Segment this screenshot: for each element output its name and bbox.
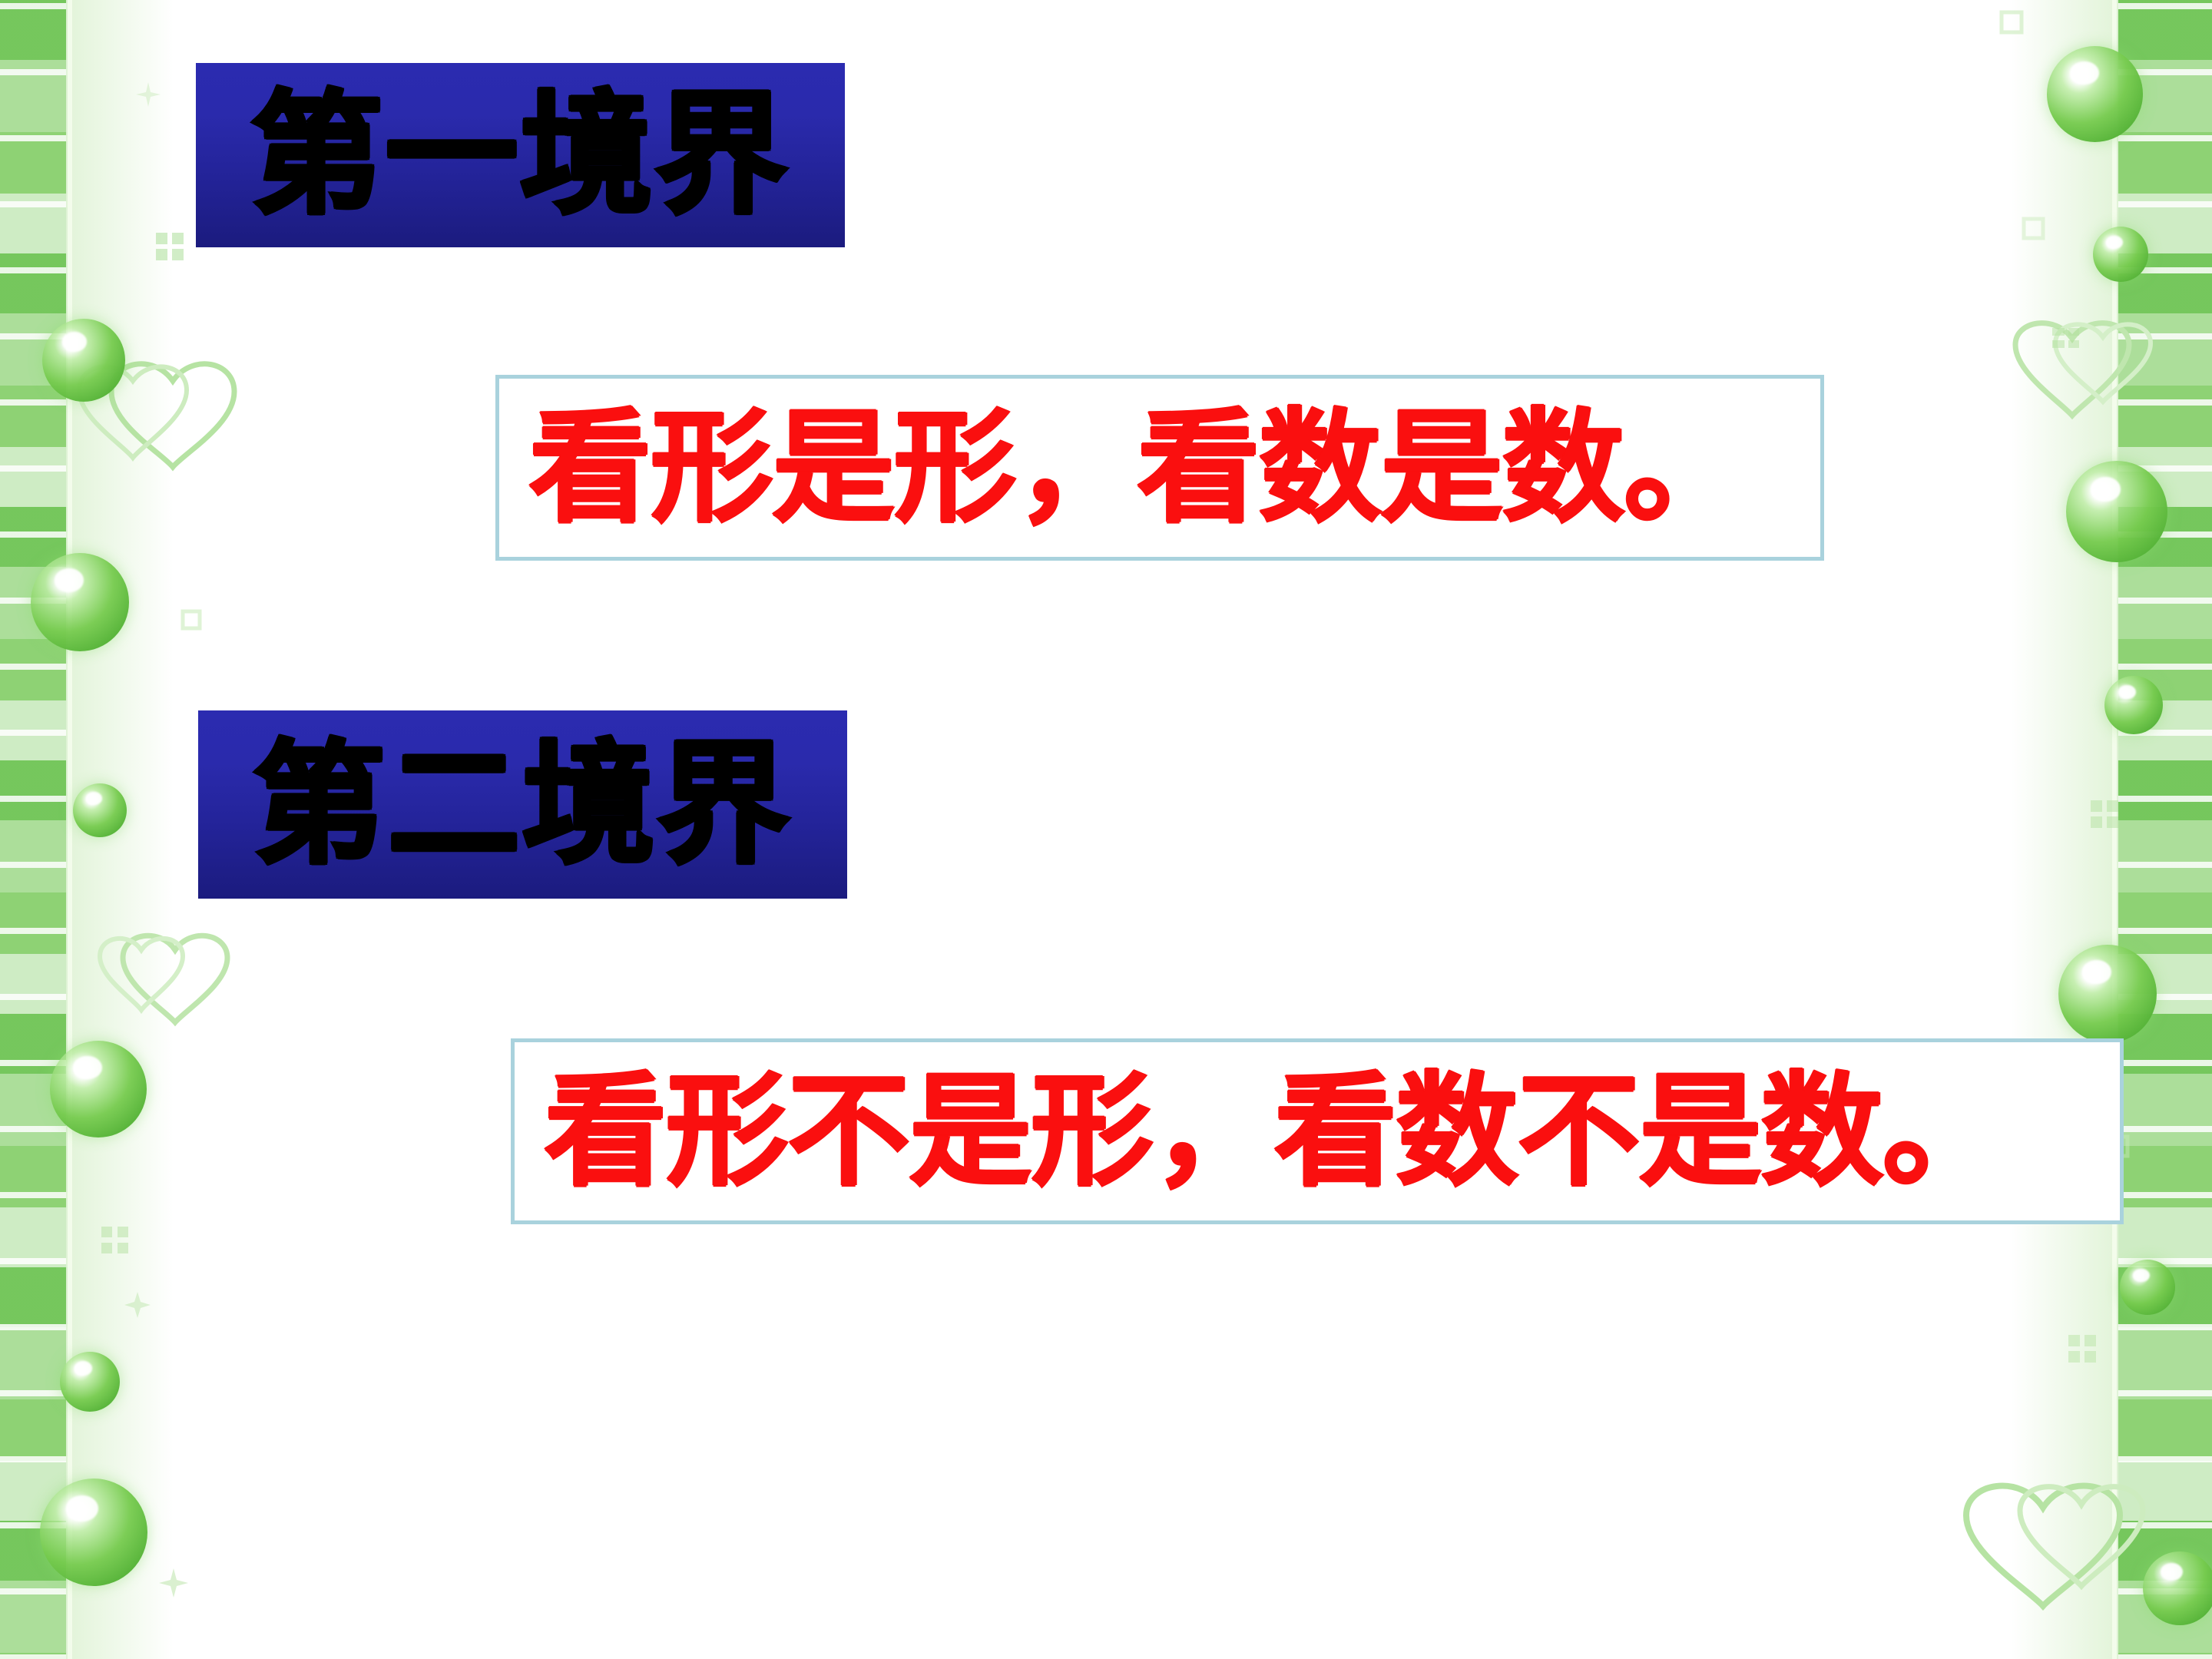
quote-text-first: 看形是形，看数是数。 — [528, 396, 1747, 539]
section-title-box-first: 第一境界 — [196, 63, 845, 247]
quote-box-first: 看形是形，看数是数。 — [495, 375, 1824, 561]
quote-box-second: 看形不是形，看数不是数。 — [511, 1038, 2124, 1224]
section-title-second: 第二境界 — [251, 727, 793, 882]
section-title-first: 第一境界 — [249, 78, 790, 232]
quote-text-second: 看形不是形，看数不是数。 — [544, 1059, 2005, 1203]
section-title-box-second: 第二境界 — [198, 710, 847, 899]
